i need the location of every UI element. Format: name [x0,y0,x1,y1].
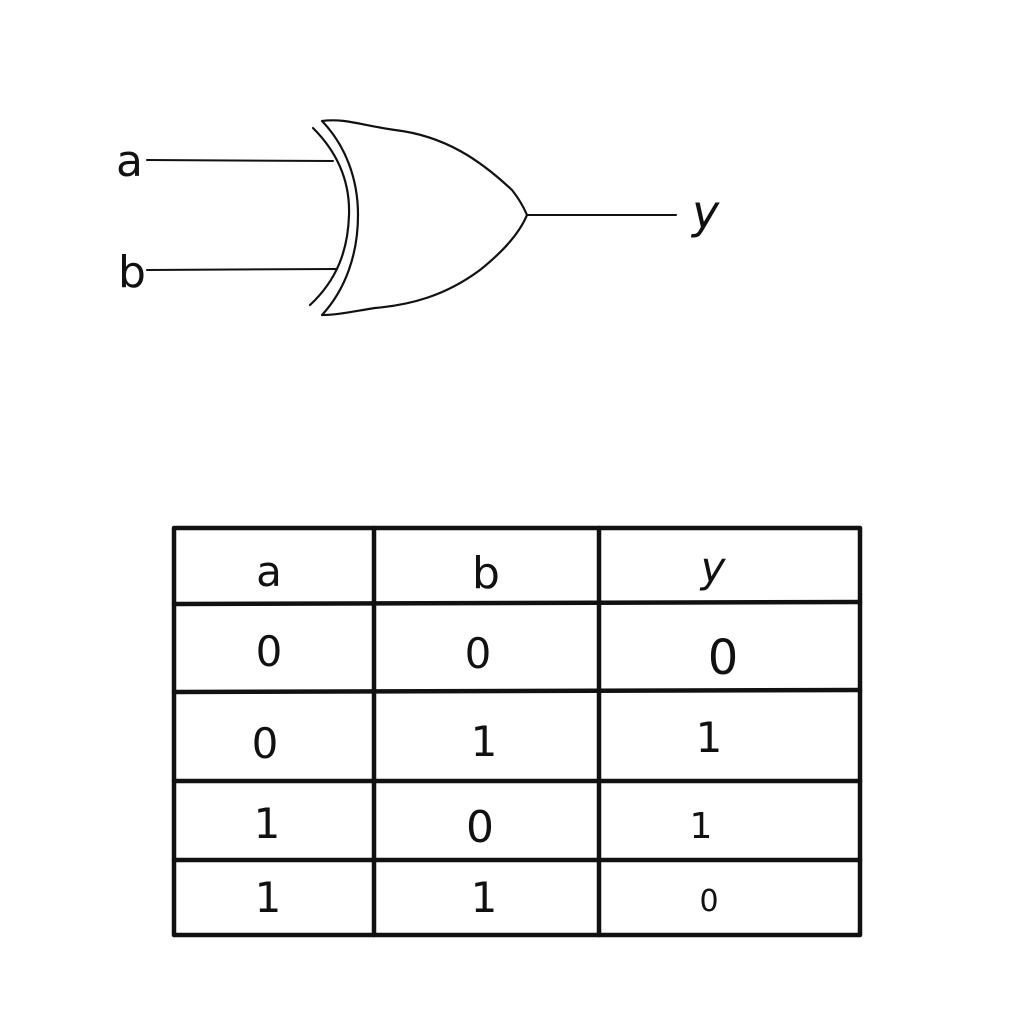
table-row: 0 0 0 [256,627,739,686]
table-cell: 0 [466,802,494,853]
input-wire-a [146,159,334,162]
table-row-divider [171,599,863,607]
table-row: 1 1 0 [255,873,719,922]
xor-input-arc [308,126,351,307]
table-row-divider [171,687,863,695]
table-cell: 0 [465,629,492,678]
xor-gate-diagram: a b y [116,119,720,317]
table-cell: 1 [696,713,723,762]
truth-table: a b y 0 0 0 0 1 1 1 0 1 1 1 0 [171,525,863,938]
input-label-b: b [118,247,146,298]
table-row: 1 0 1 [254,799,713,853]
table-border [171,525,863,938]
table-cell: 1 [255,873,282,922]
output-label-y: y [690,185,720,239]
table-cell: 1 [471,873,498,922]
table-header-row: a b y [256,543,726,599]
table-cell: 1 [254,799,281,848]
input-wire-b [146,268,337,271]
table-cell: 0 [708,630,739,686]
table-cell: 1 [690,806,713,847]
table-cell: 1 [471,717,498,766]
table-cell: 0 [252,719,279,768]
table-header-cell: a [256,547,282,596]
input-label-a: a [116,136,143,187]
table-cell: 0 [699,884,718,919]
table-header-cell: b [472,548,500,599]
xor-gate-body [320,119,529,317]
table-header-cell: y [699,543,727,592]
table-cell: 0 [256,627,283,676]
table-row: 0 1 1 [252,713,723,768]
